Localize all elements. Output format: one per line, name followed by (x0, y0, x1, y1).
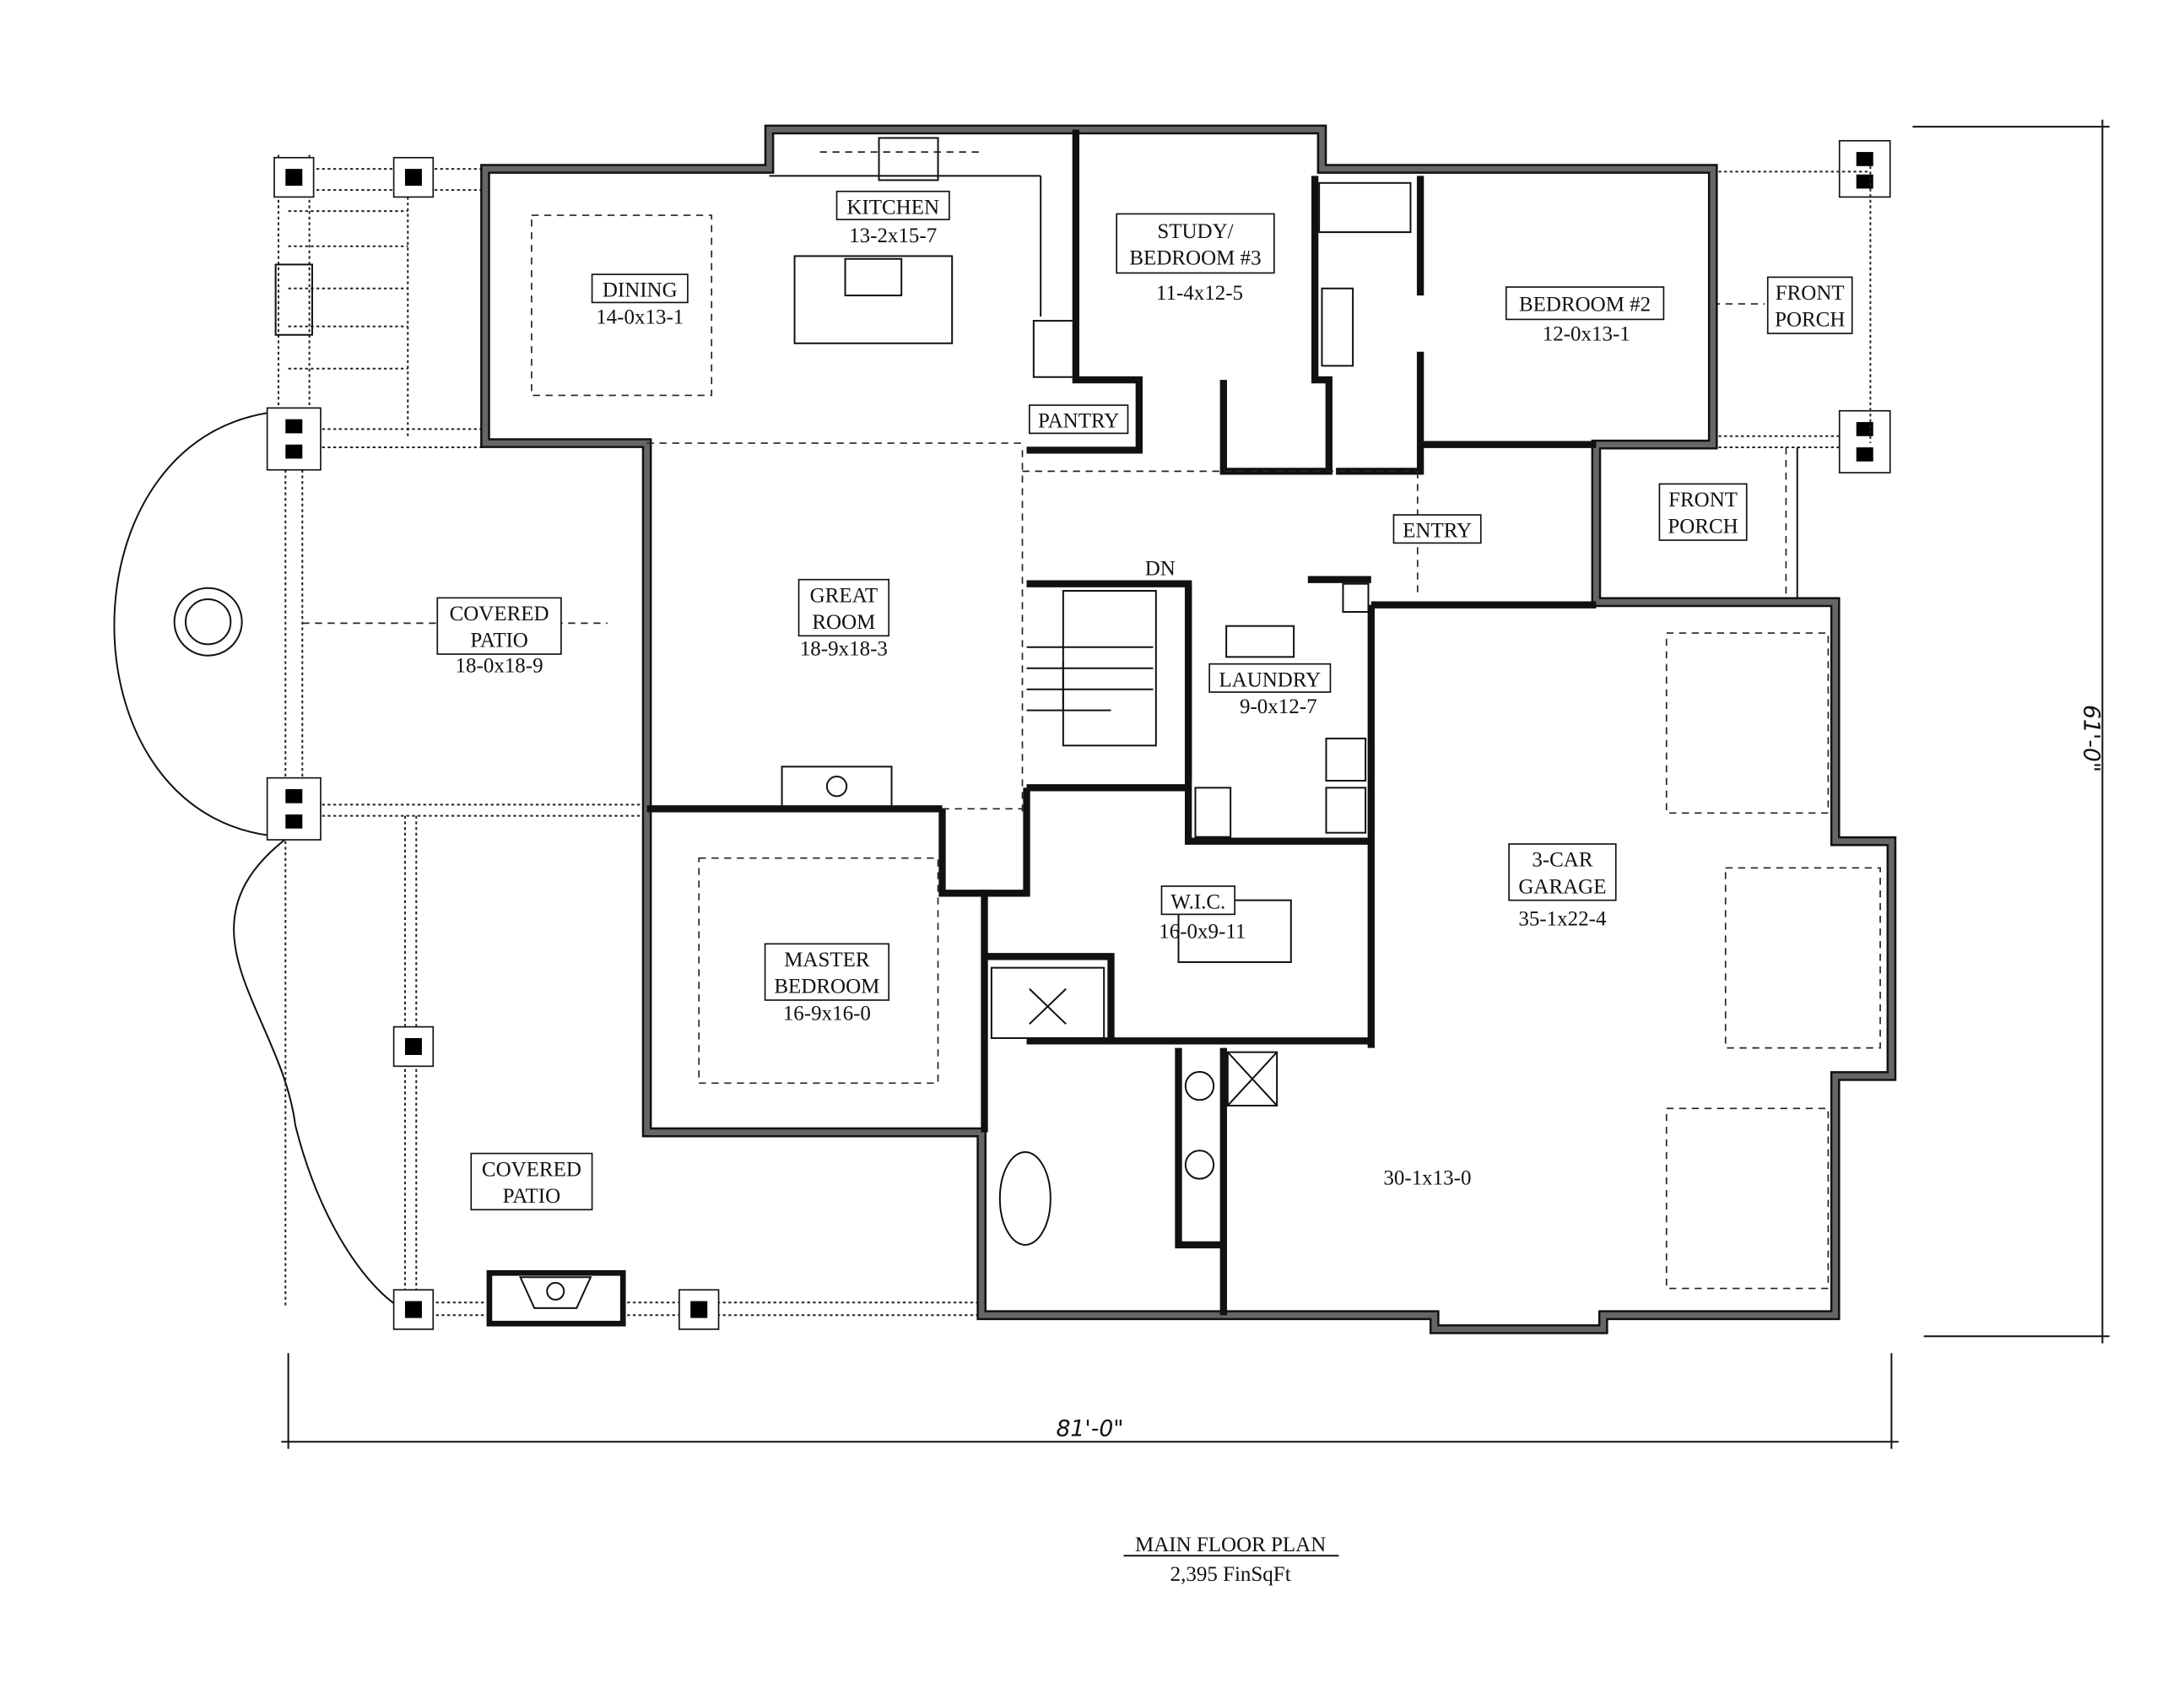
room-label-3-car-garage: 3-CAR GARAGE 35-1x22-4 (1508, 843, 1617, 931)
svg-text:18-9x18-3: 18-9x18-3 (800, 638, 888, 661)
column (1838, 139, 1891, 198)
svg-text:16-0x9-11: 16-0x9-11 (1159, 921, 1246, 944)
svg-text:COVERED: COVERED (450, 603, 549, 625)
svg-text:PORCH: PORCH (1668, 516, 1738, 538)
svg-text:3-CAR: 3-CAR (1532, 849, 1593, 872)
column (678, 1289, 720, 1330)
column (266, 407, 322, 471)
room-label-entry: ENTRY (1392, 514, 1482, 544)
svg-text:61'-0": 61'-0" (2079, 705, 2105, 772)
width-dimension: 81'-0" (281, 1353, 1899, 1449)
room-label-wic: W.I.C. 16-0x9-11 (1159, 885, 1246, 944)
room-label-great-room: GREAT ROOM 18-9x18-3 (797, 578, 890, 661)
svg-text:COVERED: COVERED (482, 1158, 581, 1181)
svg-text:GREAT: GREAT (810, 584, 878, 607)
svg-text:2,395 FinSqFt: 2,395 FinSqFt (1170, 1563, 1291, 1586)
svg-text:11-4x12-5: 11-4x12-5 (1156, 282, 1243, 305)
svg-text:PATIO: PATIO (503, 1185, 561, 1208)
column (392, 1025, 435, 1068)
room-label-dining: DINING 14-0x13-1 (591, 273, 689, 328)
svg-text:BEDROOM #3: BEDROOM #3 (1129, 246, 1261, 269)
svg-text:MASTER: MASTER (784, 949, 870, 971)
column (266, 776, 322, 841)
svg-text:81'-0": 81'-0" (1056, 1416, 1123, 1442)
depth-dimension: 61'-0" (1912, 119, 2110, 1344)
room-label-front-porch-lower: FRONT PORCH (1658, 483, 1748, 541)
room-label-master-bedroom: MASTER BEDROOM 16-9x16-0 (764, 943, 890, 1025)
room-label-front-porch-upper: FRONT PORCH (1766, 276, 1853, 334)
svg-text:GARAGE: GARAGE (1518, 875, 1606, 898)
svg-text:LAUNDRY: LAUNDRY (1219, 668, 1321, 691)
svg-text:35-1x22-4: 35-1x22-4 (1518, 908, 1607, 931)
interior-walls (646, 129, 1597, 1316)
svg-text:STUDY/: STUDY/ (1157, 220, 1233, 243)
svg-text:FRONT: FRONT (1776, 282, 1845, 305)
svg-text:PANTRY: PANTRY (1038, 410, 1119, 433)
stair-down-label: DN (1145, 558, 1176, 581)
room-label-covered-patio-upper: COVERED PATIO 18-0x18-9 (436, 597, 562, 678)
room-label-pantry: PANTRY (1029, 404, 1129, 435)
room-label-covered-patio-lower: COVERED PATIO (470, 1152, 593, 1211)
svg-text:DINING: DINING (603, 279, 678, 302)
svg-text:KITCHEN: KITCHEN (846, 196, 939, 219)
svg-text:16-9x16-0: 16-9x16-0 (783, 1002, 871, 1025)
svg-text:9-0x12-7: 9-0x12-7 (1240, 695, 1317, 718)
svg-text:BEDROOM #2: BEDROOM #2 (1519, 293, 1651, 316)
room-label-laundry: LAUNDRY 9-0x12-7 (1208, 663, 1332, 718)
covered-patio-outline (113, 154, 982, 1317)
svg-text:12-0x13-1: 12-0x13-1 (1543, 322, 1630, 345)
column (392, 156, 435, 198)
garage-bay-size: 30-1x13-0 (1383, 1166, 1471, 1189)
svg-text:13-2x15-7: 13-2x15-7 (849, 225, 937, 247)
outdoor-fireplace (486, 1269, 626, 1327)
svg-text:ENTRY: ENTRY (1403, 520, 1472, 543)
svg-text:MAIN FLOOR PLAN: MAIN FLOOR PLAN (1135, 1534, 1326, 1556)
plan-title: MAIN FLOOR PLAN 2,395 FinSqFt (1123, 1534, 1339, 1586)
column (1838, 409, 1891, 473)
fire-pit (173, 587, 243, 657)
svg-text:ROOM: ROOM (812, 611, 875, 634)
svg-text:18-0x18-9: 18-0x18-9 (456, 655, 543, 678)
room-label-kitchen: KITCHEN 13-2x15-7 (835, 190, 950, 247)
svg-text:FRONT: FRONT (1668, 489, 1738, 511)
svg-text:PORCH: PORCH (1775, 309, 1845, 332)
room-label-bedroom-2: BEDROOM #2 12-0x13-1 (1505, 286, 1665, 345)
svg-text:W.I.C.: W.I.C. (1170, 891, 1225, 914)
svg-text:BEDROOM: BEDROOM (774, 976, 879, 998)
fixtures (531, 137, 1881, 1290)
svg-text:14-0x13-1: 14-0x13-1 (596, 306, 684, 328)
svg-text:PATIO: PATIO (470, 630, 527, 652)
room-label-study-bedroom-3: STUDY/ BEDROOM #3 11-4x12-5 (1116, 213, 1275, 305)
column (273, 156, 315, 198)
patio-columns (266, 139, 1891, 1330)
front-porch-outline (1712, 165, 1872, 603)
column (392, 1289, 435, 1330)
